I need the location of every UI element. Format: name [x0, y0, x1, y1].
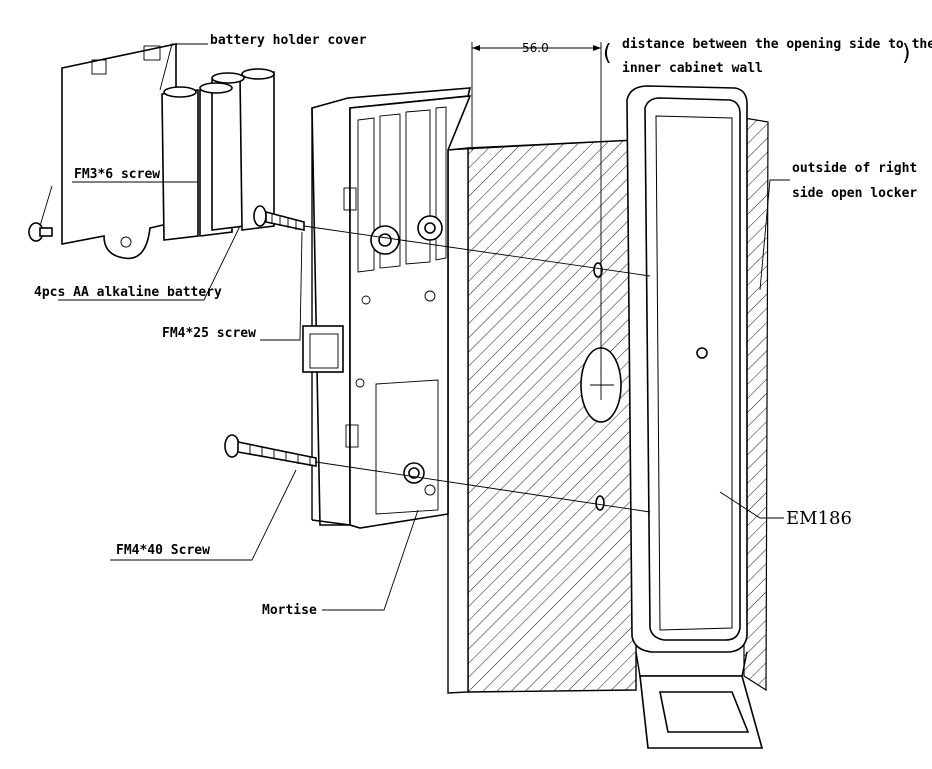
paren-close: ): [902, 41, 911, 66]
fm4-25-label: FM4*25 screw: [162, 326, 256, 341]
outside-label-line2: side open locker: [792, 186, 917, 201]
dimension-note-line1: distance between the opening side to the: [622, 37, 932, 52]
fm3-screw-label: FM3*6 screw: [74, 167, 160, 182]
dimension-value: 56.0: [522, 41, 549, 55]
paren-open: (: [603, 41, 612, 66]
dimension-56: 56.0: [471, 41, 602, 372]
fm4-40-label: FM4*40 Screw: [116, 543, 210, 558]
battery-cover-label: battery holder cover: [210, 33, 367, 48]
model-label: EM186: [786, 508, 852, 529]
leader-lines: [39, 43, 790, 611]
fm3-screw: [28, 222, 53, 242]
wall-hole-upper: [593, 262, 603, 278]
mortise-label: Mortise: [262, 603, 317, 618]
em186-front-unit: [626, 85, 764, 749]
dimension-note-line2: inner cabinet wall: [622, 61, 763, 76]
fm4-40-screw: [224, 434, 317, 467]
aa-batteries: [161, 68, 275, 241]
assembly-lines: [303, 225, 651, 513]
battery-cover-part: [61, 43, 177, 260]
wall-hole-lower: [595, 495, 605, 511]
outside-label-line1: outside of right: [792, 161, 917, 176]
mortise-body: [302, 87, 472, 529]
battery-label: 4pcs AA alkaline battery: [34, 285, 222, 300]
fm4-25-screw: [253, 205, 305, 231]
cabinet-wall: [447, 139, 637, 694]
